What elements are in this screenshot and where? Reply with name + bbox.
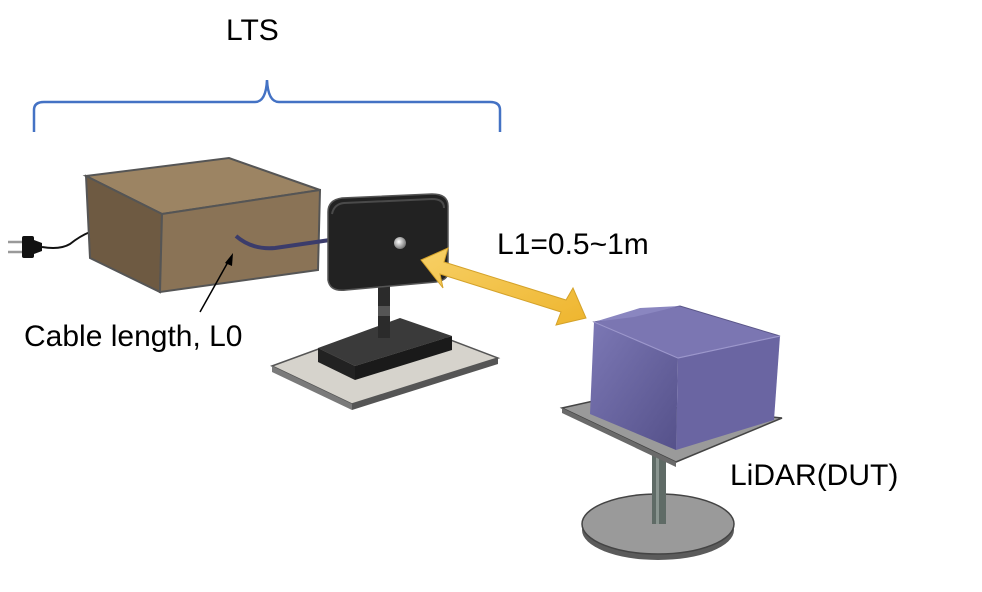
cable-length-label: Cable length, L0 [24,320,243,353]
lidar-stand [652,440,666,524]
lts-base-plate [270,318,501,410]
lts-control-box [82,156,322,294]
lts-bracket [32,79,502,132]
lts-cable [234,234,331,251]
lidar-dut-label: LiDAR(DUT) [730,459,899,492]
distance-label: L1=0.5~1m [497,228,649,261]
double-headed-arrow-icon [420,247,587,326]
pointer-arrow-icon [199,253,233,313]
lidar-device [590,305,781,450]
emitter-stand [378,286,390,338]
lts-emitter [327,193,449,292]
lts-label: LTS [226,14,279,47]
power-plug-icon [8,231,91,258]
